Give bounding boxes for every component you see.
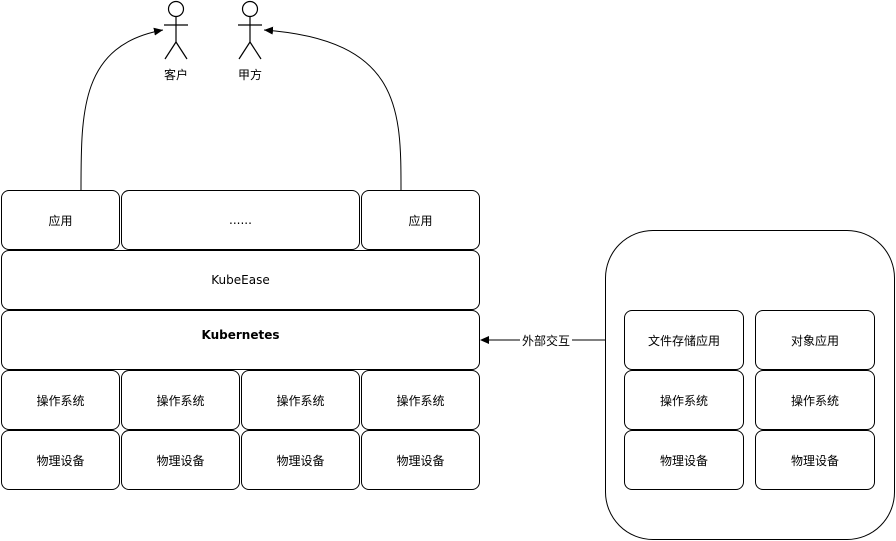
hardware-box-left-4: 物理设备 <box>361 430 480 490</box>
kubernetes-layer: Kubernetes <box>1 310 480 370</box>
kubernetes-label: Kubernetes <box>201 328 280 342</box>
hardware-box-left-1: 物理设备 <box>1 430 120 490</box>
app-box-right: 应用 <box>361 190 480 250</box>
app-box-ellipsis: ...... <box>121 190 360 250</box>
hardware-label: 物理设备 <box>659 453 708 468</box>
os-box-left-2: 操作系统 <box>121 370 240 430</box>
hardware-label: 物理设备 <box>276 453 325 468</box>
os-box-right-2: 操作系统 <box>755 370 875 430</box>
object-app-box: 对象应用 <box>755 310 875 370</box>
client-label: 甲方 <box>237 68 262 82</box>
os-label: 操作系统 <box>659 393 708 408</box>
client-actor-figure <box>238 0 262 60</box>
os-box-left-4: 操作系统 <box>361 370 480 430</box>
os-label: 操作系统 <box>790 393 839 408</box>
hardware-box-right-2: 物理设备 <box>755 430 875 490</box>
kubeease-layer: KubeEase <box>1 250 480 310</box>
app-left-label: 应用 <box>48 213 73 228</box>
app-box-left: 应用 <box>1 190 120 250</box>
customer-actor-figure <box>164 0 188 60</box>
os-box-left-3: 操作系统 <box>241 370 360 430</box>
hardware-label: 物理设备 <box>790 453 839 468</box>
file-storage-app-box: 文件存储应用 <box>624 310 744 370</box>
customer-label: 客户 <box>163 68 188 82</box>
file-storage-app-label: 文件存储应用 <box>647 333 720 348</box>
os-label: 操作系统 <box>396 393 445 408</box>
hardware-box-left-2: 物理设备 <box>121 430 240 490</box>
hardware-label: 物理设备 <box>156 453 205 468</box>
arrow-app-to-client <box>263 26 402 191</box>
os-label: 操作系统 <box>36 393 85 408</box>
hardware-box-left-3: 物理设备 <box>241 430 360 490</box>
hardware-label: 物理设备 <box>396 453 445 468</box>
os-box-right-1: 操作系统 <box>624 370 744 430</box>
external-interaction-label: 外部交互 <box>520 332 573 349</box>
app-ellipsis-label: ...... <box>229 213 252 227</box>
hardware-label: 物理设备 <box>36 453 85 468</box>
os-box-left-1: 操作系统 <box>1 370 120 430</box>
os-label: 操作系统 <box>156 393 205 408</box>
hardware-box-right-1: 物理设备 <box>624 430 744 490</box>
object-app-label: 对象应用 <box>790 333 839 348</box>
app-right-label: 应用 <box>408 213 433 228</box>
kubeease-label: KubeEase <box>211 273 270 287</box>
arrow-app-to-customer <box>80 27 164 191</box>
os-label: 操作系统 <box>276 393 325 408</box>
